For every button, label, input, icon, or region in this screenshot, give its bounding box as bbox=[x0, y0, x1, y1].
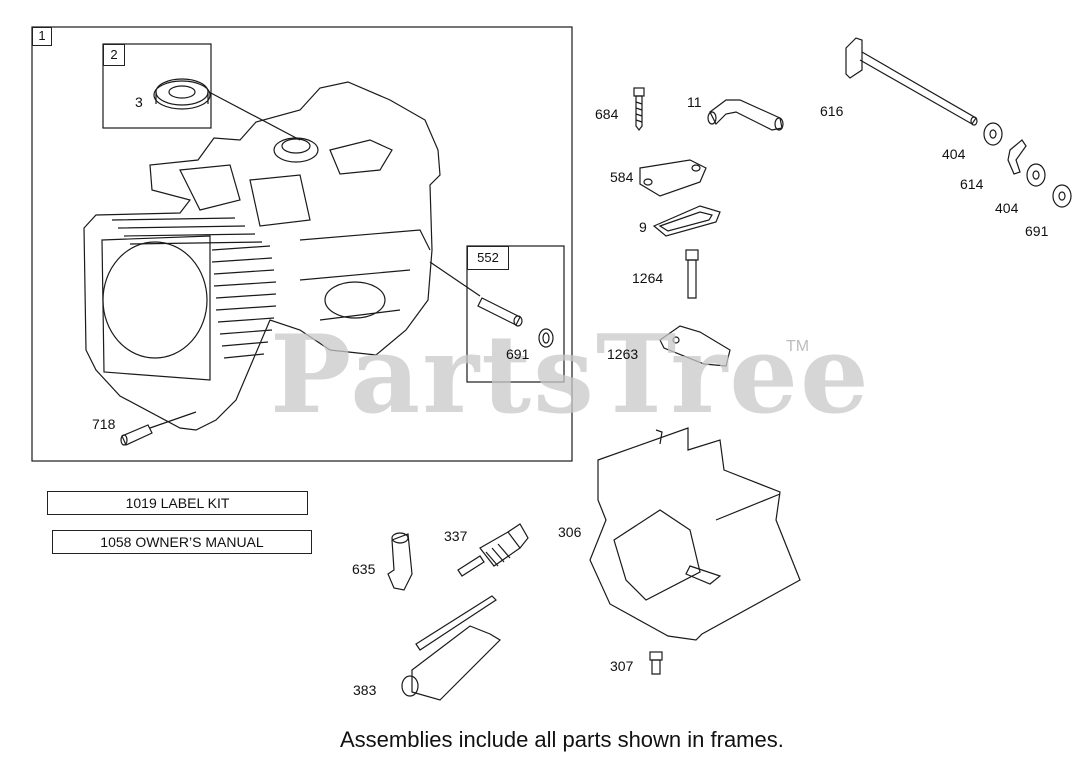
plate-1263 bbox=[659, 325, 731, 367]
assembly-frame-pin-kit bbox=[466, 245, 565, 383]
governor-shaft-616 bbox=[845, 37, 978, 126]
label-kit-box[interactable]: 1019 LABEL KIT bbox=[47, 491, 308, 515]
part-label-404-first[interactable]: 404 bbox=[942, 146, 966, 162]
part-label-1263[interactable]: 1263 bbox=[607, 346, 639, 362]
part-label-614[interactable]: 614 bbox=[960, 176, 984, 192]
part-label-684[interactable]: 684 bbox=[595, 106, 619, 122]
washer-691a bbox=[538, 328, 554, 348]
spark-tester-383 bbox=[401, 595, 501, 701]
frame-number-seal: 2 bbox=[103, 44, 125, 66]
part-label-691-kit[interactable]: 691 bbox=[506, 346, 530, 362]
leader-seal bbox=[208, 91, 301, 141]
leader-552 bbox=[429, 261, 481, 297]
footer-note: Assemblies include all parts shown in fr… bbox=[340, 727, 784, 752]
part-label-11[interactable]: 11 bbox=[687, 94, 702, 110]
spark-plug-337 bbox=[457, 523, 529, 577]
part-label-307[interactable]: 307 bbox=[610, 658, 634, 674]
hose-11 bbox=[707, 99, 784, 131]
bolt-1264 bbox=[685, 249, 699, 299]
part-label-691[interactable]: 691 bbox=[1025, 223, 1049, 239]
watermark-trademark: TM bbox=[786, 338, 810, 355]
part-label-306[interactable]: 306 bbox=[558, 524, 582, 540]
washer-691b bbox=[1052, 184, 1072, 208]
gasket-9 bbox=[652, 205, 721, 237]
watermark-text: PartsTree bbox=[270, 312, 871, 438]
oil-seal-part bbox=[153, 78, 211, 110]
breather-584 bbox=[639, 159, 707, 197]
cylinder-shield-306 bbox=[589, 427, 801, 641]
assembly-frame-main bbox=[31, 26, 573, 462]
part-label-9[interactable]: 9 bbox=[639, 219, 647, 235]
washer-404b bbox=[1026, 163, 1046, 187]
dowel-pin-718 bbox=[120, 424, 153, 446]
part-label-718[interactable]: 718 bbox=[92, 416, 116, 432]
leader-718 bbox=[149, 411, 197, 429]
clip-614 bbox=[1007, 139, 1027, 175]
part-label-3[interactable]: 3 bbox=[135, 94, 143, 110]
part-label-1264[interactable]: 1264 bbox=[632, 270, 664, 286]
owners-manual-box[interactable]: 1058 OWNER’S MANUAL bbox=[52, 530, 312, 554]
part-label-337[interactable]: 337 bbox=[444, 528, 468, 544]
frame-number-pin-kit: 552 bbox=[467, 246, 509, 270]
cylinder-block-part bbox=[83, 81, 441, 431]
part-label-584[interactable]: 584 bbox=[610, 169, 634, 185]
pin-552 bbox=[477, 297, 523, 327]
part-label-383[interactable]: 383 bbox=[353, 682, 377, 698]
assembly-frame-seal bbox=[102, 43, 212, 129]
part-label-404-second[interactable]: 404 bbox=[995, 200, 1019, 216]
frame-number-main: 1 bbox=[32, 27, 52, 46]
screw-307 bbox=[649, 651, 663, 675]
washer-404a bbox=[983, 122, 1003, 146]
part-label-616[interactable]: 616 bbox=[820, 103, 844, 119]
part-label-635[interactable]: 635 bbox=[352, 561, 376, 577]
bolt-684 bbox=[633, 87, 645, 131]
spark-plug-boot-635 bbox=[387, 532, 413, 591]
